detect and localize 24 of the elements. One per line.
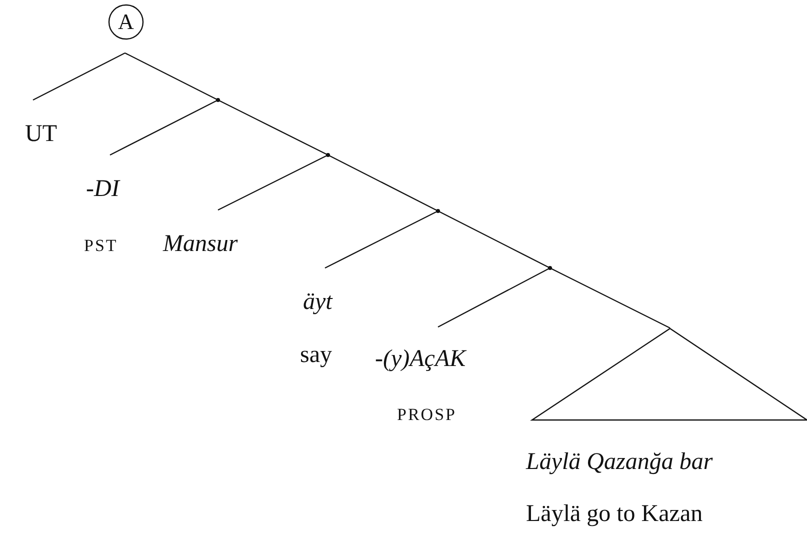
branch-point	[326, 153, 330, 157]
tree-branch	[110, 99, 218, 156]
tree-branch	[124, 52, 218, 101]
morpheme-label: UT	[22, 100, 74, 148]
tree-branch	[550, 267, 670, 329]
tree-branch	[328, 154, 438, 212]
tree-branch	[32, 52, 126, 101]
gloss-text: PROSP	[397, 406, 456, 423]
tree-branch	[218, 99, 328, 156]
tree-branch	[324, 210, 438, 269]
tree-branch	[218, 154, 328, 211]
phrase-text: Läylä Qazanğa bar	[526, 448, 713, 477]
morpheme-label: -DI	[82, 155, 134, 203]
branch-point	[216, 98, 220, 102]
morpheme-label: Mansur	[160, 210, 272, 258]
branch-point	[436, 209, 440, 213]
tree-branch	[438, 267, 550, 328]
branch-point	[548, 266, 552, 270]
morpheme-label: -(y)AçAK	[372, 327, 506, 373]
tree-branch	[438, 210, 550, 269]
morpheme-label: äyt	[300, 268, 352, 316]
gloss-text: Läylä go to Kazan	[526, 500, 703, 529]
gloss-text: PST	[84, 237, 118, 254]
gloss-text: say	[300, 343, 332, 367]
